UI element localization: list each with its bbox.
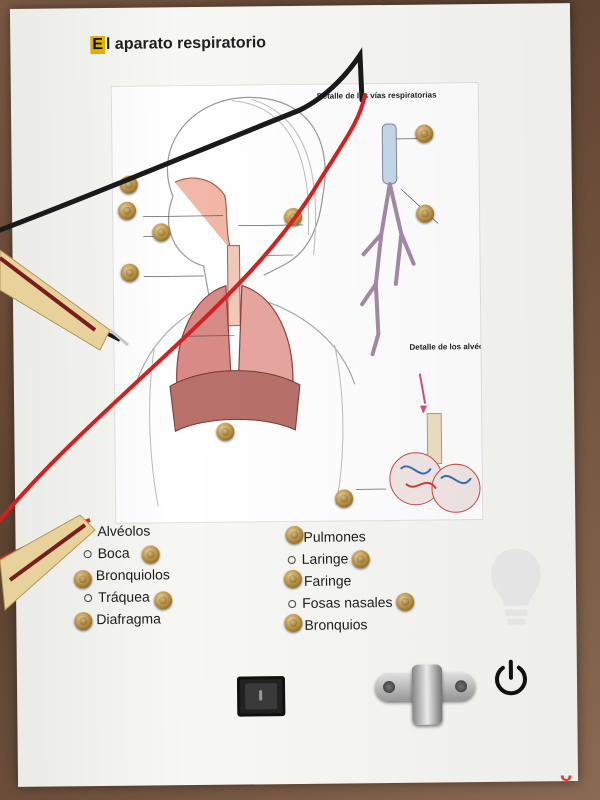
rocker-switch[interactable] [236,676,286,717]
left-list-label: Boca [97,544,130,562]
power-icon [495,659,527,696]
right-list-label: Fosas nasales [302,593,393,611]
left-list-label: Bronquiolos [95,566,170,584]
left-list-label: Alvéolos [97,522,151,540]
left-list-item: Diafragma [96,610,161,627]
alveoli-detail [389,373,481,513]
answer-rivet[interactable] [283,569,303,589]
diaphragm [169,370,301,433]
terminal-rivet[interactable] [415,124,434,143]
right-list-label: Bronquios [304,616,368,633]
title-initial: E [90,35,106,55]
answer-rivet[interactable] [396,592,415,611]
probe-nut[interactable] [411,664,443,725]
right-list-label: Laringe [301,550,349,567]
alveoli-detail-label: Detalle de los alvéolos [409,342,482,352]
right-list-item: Fosas nasales [288,593,393,611]
left-list-label: Tráquea [98,588,150,606]
nasal-cavity [174,177,233,251]
watermark-logo: ᴗ [560,764,573,786]
terminal-rivet[interactable] [216,422,235,441]
lightbulb-icon [490,548,541,625]
right-list-item: Pulmones [303,528,365,545]
title-text: l aparato respiratorio [105,34,267,53]
right-list-label: Faringe [303,572,352,589]
right-list-label: Pulmones [303,528,366,545]
answer-rivet[interactable] [284,613,303,633]
left-list-item: Boca [83,544,130,562]
answer-rivet[interactable] [73,570,93,589]
terminal-rivet[interactable] [119,175,138,194]
right-list-item: Faringe [304,572,352,588]
ring-connector-icon [287,556,296,565]
answer-rivet[interactable] [74,612,93,631]
answer-rivet[interactable] [141,545,160,564]
terminal-rivet[interactable] [284,207,303,227]
screw-icon [383,680,396,694]
anatomy-poster: Detalle de las vías respiratorias Detall… [110,82,496,524]
right-list-item: Bronquios [304,616,367,633]
terminal-rivet[interactable] [117,201,137,220]
bronchial-tree-detail [360,123,439,357]
respiratory-illustration: Detalle de las vías respiratorias Detall… [134,90,496,513]
ring-connector-icon [83,550,92,559]
ring-connector-icon [84,594,93,603]
left-list-item: Alvéolos [97,523,150,540]
terminal-rivet[interactable] [152,223,171,242]
left-list-item: Tráquea [84,589,150,606]
terminal-rivet[interactable] [334,489,354,508]
hair-lines [231,98,317,255]
left-list-label: Diafragma [96,610,162,628]
trachea [226,245,241,327]
answer-rivet[interactable] [154,591,173,610]
answer-rivet[interactable] [285,525,304,545]
terminal-rivet[interactable] [416,204,435,223]
airway-detail-label: Detalle de las vías respiratorias [317,90,437,100]
ring-connector-icon [288,600,297,609]
answer-rivet[interactable] [351,550,370,569]
switch-mark [259,690,263,701]
terminal-rivet[interactable] [120,263,139,282]
right-list-item: Laringe [287,550,349,567]
left-list-item: Bronquiolos [96,566,170,583]
screw-icon [454,680,468,693]
